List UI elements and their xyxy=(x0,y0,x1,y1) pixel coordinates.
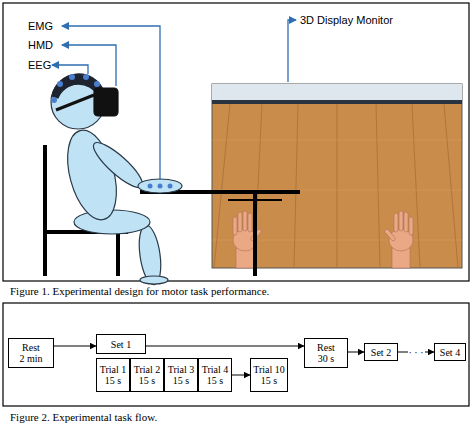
box-text: Rest xyxy=(22,342,40,353)
panel-frame xyxy=(3,303,469,406)
flow-arrow xyxy=(54,346,96,347)
box-text: Trial 10 xyxy=(253,364,285,375)
box-text: Trial 3 xyxy=(168,364,195,375)
box-text: 15 s xyxy=(139,375,155,386)
flow-box: Trial 115 s xyxy=(96,358,130,392)
flow-arrow xyxy=(232,375,250,376)
flow-box: Trial 215 s xyxy=(130,358,164,392)
panel-frame xyxy=(3,3,469,281)
box-text: 15 s xyxy=(261,375,277,386)
box-text: 15 s xyxy=(173,375,189,386)
box-text: 30 s xyxy=(318,353,334,364)
flow-box: Rest30 s xyxy=(304,338,348,368)
leader-line xyxy=(52,20,296,180)
table xyxy=(140,192,300,276)
box-text: Rest xyxy=(317,342,335,353)
flow-box: Set 1 xyxy=(96,334,146,354)
figure-caption: Figure 2. Experimental task flow. xyxy=(10,411,157,424)
flow-box: Set 2 xyxy=(364,343,398,361)
box-text: Set 1 xyxy=(111,339,131,350)
box-text: Trial 4 xyxy=(202,364,229,375)
flow-box: Set 4 xyxy=(434,343,466,361)
box-text: Trial 2 xyxy=(134,364,161,375)
box-text: Set 2 xyxy=(371,347,391,358)
figure-caption: Figure 1. Experimental design for motor … xyxy=(10,285,269,298)
flow-arrow xyxy=(348,352,364,353)
part-label: 3D Display Monitor xyxy=(300,14,393,27)
box-text: Trial 1 xyxy=(100,364,127,375)
part-label: EMG xyxy=(28,20,53,33)
flow-box: Trial 415 s xyxy=(198,358,232,392)
edge-label: · · · xyxy=(408,347,425,358)
part-label: EEG xyxy=(28,59,51,72)
part-label: HMD xyxy=(28,39,53,52)
person-figure xyxy=(51,74,182,286)
box-text: Set 4 xyxy=(440,347,460,358)
box-text: 15 s xyxy=(105,375,121,386)
monitor-screen xyxy=(212,84,462,268)
box-text: 15 s xyxy=(207,375,223,386)
flow-box: Trial 1015 s xyxy=(250,358,288,392)
flow-arrow xyxy=(146,346,304,347)
flow-box: Rest2 min xyxy=(8,338,54,368)
flow-box: Trial 315 s xyxy=(164,358,198,392)
box-text: 2 min xyxy=(19,353,42,364)
